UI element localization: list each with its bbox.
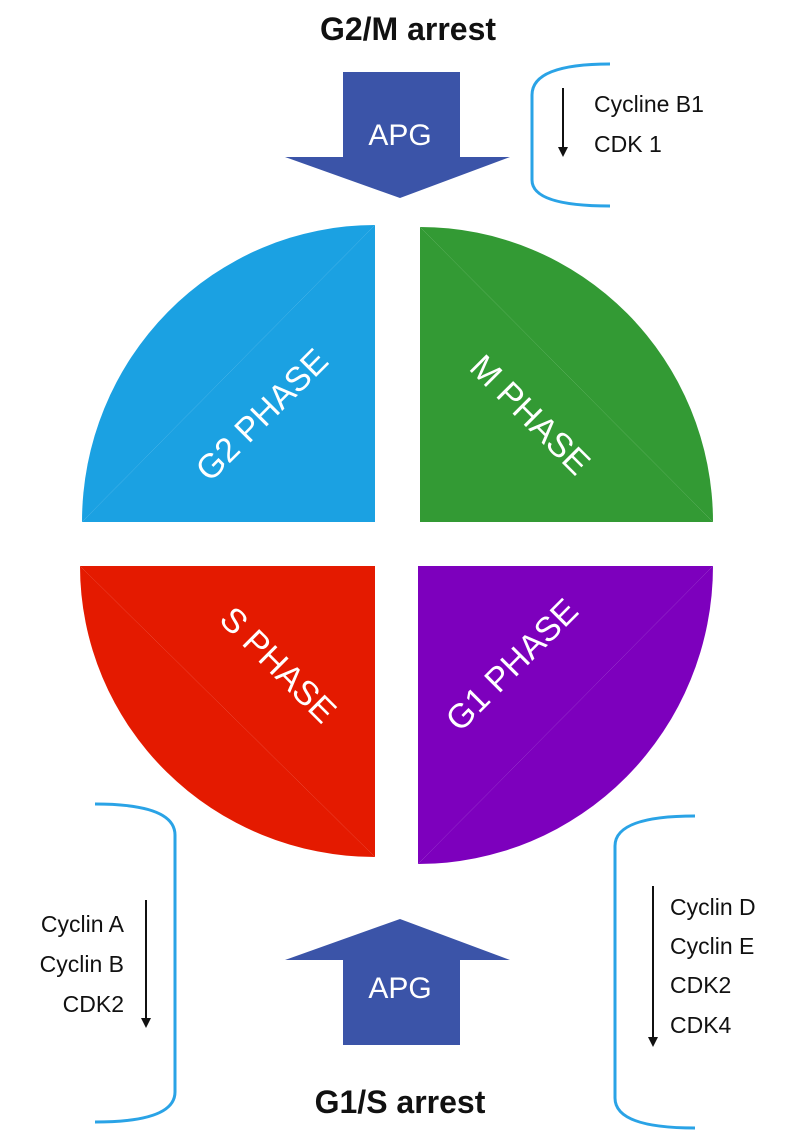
protein-cdk-1: CDK 1 <box>594 131 662 157</box>
bottom-right-bracket <box>613 814 696 1130</box>
top-apg-label: APG <box>368 119 431 152</box>
g1s-arrest-title: G1/S arrest <box>315 1084 486 1120</box>
protein-cyclin-d: Cyclin D <box>670 894 756 920</box>
bottom-apg-label: APG <box>368 972 431 1005</box>
m-phase-arc <box>420 227 713 522</box>
g1-phase-arc <box>418 566 713 864</box>
top-right-bracket <box>530 62 611 208</box>
s-phase-arc <box>80 566 375 857</box>
g2m-arrest-title: G2/M arrest <box>320 11 496 47</box>
protein-cyclin-b: Cyclin B <box>40 951 124 977</box>
protein-cyclin-e: Cyclin E <box>670 933 754 959</box>
g2-phase-arc <box>82 225 375 522</box>
protein-cdk2-left: CDK2 <box>63 991 124 1017</box>
bottom-left-bracket <box>94 802 177 1124</box>
protein-cdk4: CDK4 <box>670 1012 732 1038</box>
top-apg-arrow <box>285 72 510 198</box>
protein-cdk2-right: CDK2 <box>670 972 731 998</box>
protein-cyclin-a: Cyclin A <box>41 911 125 937</box>
protein-cycline-b1: Cycline B1 <box>594 91 704 117</box>
bottom-apg-arrow <box>285 919 510 1045</box>
